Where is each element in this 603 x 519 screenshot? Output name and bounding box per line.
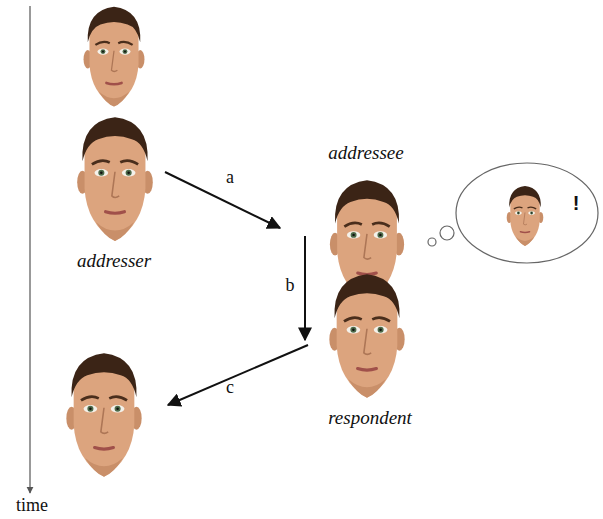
role-label: addressee bbox=[328, 143, 403, 164]
arrow-label: c bbox=[226, 378, 234, 398]
role-label: respondent bbox=[328, 408, 412, 429]
role-label: addresser bbox=[77, 251, 151, 272]
arrow-label: b bbox=[286, 276, 295, 296]
exclamation-mark: ! bbox=[573, 192, 580, 214]
axis-label: time bbox=[16, 496, 48, 516]
arrow-label: a bbox=[226, 168, 234, 188]
